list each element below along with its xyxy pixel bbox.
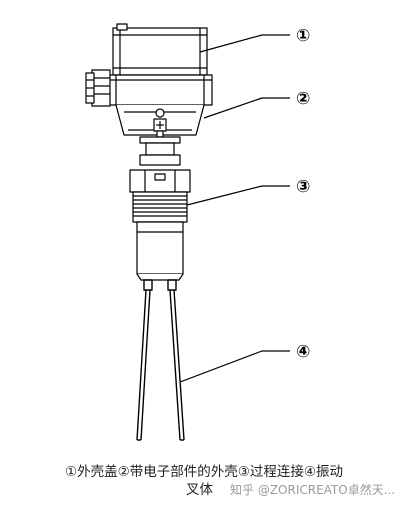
cable-gland <box>85 69 111 107</box>
tuning-fork <box>136 279 185 441</box>
watermark: 知乎 @ZORICREATO卓然天... <box>230 483 396 497</box>
neck <box>139 136 181 166</box>
leader-line-1 <box>199 34 290 53</box>
sensor-tube <box>136 221 184 281</box>
callout-4: ④ <box>296 342 310 362</box>
callout-3: ③ <box>296 177 310 197</box>
leader-line-4 <box>179 350 290 383</box>
electronics-housing <box>107 74 213 138</box>
leader-line-2 <box>203 97 290 119</box>
process-connection <box>129 169 191 223</box>
housing-cover <box>112 23 208 76</box>
callout-1: ① <box>296 26 310 46</box>
caption-line-2: 叉体 <box>186 482 213 498</box>
caption-line-1: ①外壳盖②带电子部件的外壳③过程连接④振动 <box>65 464 343 480</box>
callout-2: ② <box>296 89 310 109</box>
leader-line-3 <box>186 185 290 206</box>
